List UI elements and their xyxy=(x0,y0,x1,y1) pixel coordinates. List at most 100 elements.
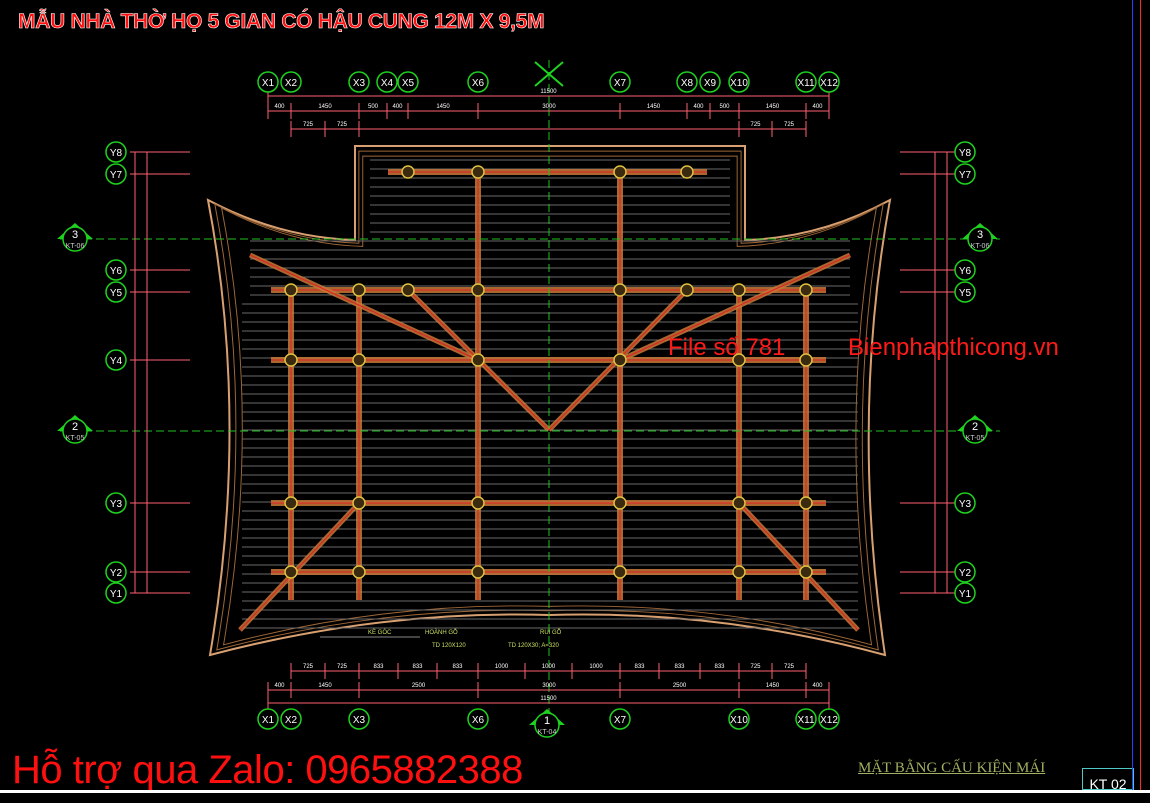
grid-bubble-y2-label: Y2 xyxy=(959,568,972,579)
section-mark-1-ref: KT-04 xyxy=(538,729,557,736)
dim-top-row1-label: 3000 xyxy=(542,104,556,110)
grid-bubble-x10 xyxy=(728,71,750,93)
grid-bubble-y2 xyxy=(954,561,976,583)
column xyxy=(284,353,298,367)
dim-bottom-row1-label: 725 xyxy=(337,664,348,670)
grid-bubble-y7 xyxy=(105,163,127,185)
section-mark-2 xyxy=(962,418,988,444)
dim-top-row1-label: 500 xyxy=(368,104,379,110)
grid-bubble-y7 xyxy=(954,163,976,185)
sheet-number: KT 02 xyxy=(1082,768,1134,792)
annotation-label: RUI GỖ xyxy=(540,629,562,636)
section-mark-3-ref: KT-06 xyxy=(971,243,990,250)
dim-bottom-row2-label: 400 xyxy=(812,683,823,689)
grid-bubble-y8 xyxy=(105,141,127,163)
dim-top-row1-label: 1450 xyxy=(436,104,450,110)
annotation-spec: TD 120X120 xyxy=(432,643,466,649)
grid-bubble-y7-label: Y7 xyxy=(959,170,972,181)
column xyxy=(471,165,485,179)
frame-line xyxy=(1140,0,1141,790)
column xyxy=(680,283,694,297)
grid-bubble-y2-label: Y2 xyxy=(110,568,123,579)
column xyxy=(471,496,485,510)
column xyxy=(799,496,813,510)
dim-bottom-row1-label: 833 xyxy=(412,664,423,670)
annotation-label: HOÀNH GỖ xyxy=(425,629,458,636)
dim-top-row1-label: 400 xyxy=(274,104,285,110)
frame-line xyxy=(0,790,1150,793)
grid-bubble-x3 xyxy=(348,708,370,730)
column xyxy=(401,283,415,297)
grid-bubble-y6-label: Y6 xyxy=(110,266,123,277)
grid-bubble-y1-label: Y1 xyxy=(110,589,123,600)
section-mark-1-number: 1 xyxy=(544,715,550,727)
column xyxy=(732,565,746,579)
section-mark-3-ref: KT-06 xyxy=(66,243,85,250)
column xyxy=(613,353,627,367)
grid-bubble-x10-label: X10 xyxy=(730,715,748,726)
dim-bottom-row1-label: 725 xyxy=(784,664,795,670)
grid-bubble-x7 xyxy=(609,71,631,93)
column xyxy=(471,353,485,367)
dim-bottom-row1-label: 833 xyxy=(714,664,725,670)
grid-bubble-y6 xyxy=(105,259,127,281)
dim-top-row2-label: 725 xyxy=(337,122,348,128)
grid-bubble-y8-label: Y8 xyxy=(110,148,123,159)
section-mark-1 xyxy=(534,712,560,738)
frame-line xyxy=(1132,0,1133,790)
north-arrow-icon xyxy=(534,61,564,87)
grid-bubble-x6 xyxy=(467,708,489,730)
dim-top-row2-label: 725 xyxy=(750,122,761,128)
dim-top-row1-label: 400 xyxy=(693,104,704,110)
grid-bubble-x10-label: X10 xyxy=(730,78,748,89)
column xyxy=(471,283,485,297)
dim-bottom-row1-label: 725 xyxy=(303,664,314,670)
column xyxy=(732,283,746,297)
grid-bubble-x8-label: X8 xyxy=(681,78,694,89)
dim-bottom-row1-label: 725 xyxy=(750,664,761,670)
column xyxy=(680,165,694,179)
column xyxy=(284,565,298,579)
dim-top-row2-label: 725 xyxy=(303,122,314,128)
grid-bubble-y1 xyxy=(954,582,976,604)
grid-bubble-x6-label: X6 xyxy=(472,78,485,89)
grid-bubble-y3 xyxy=(105,492,127,514)
grid-bubble-x4 xyxy=(376,71,398,93)
sheet-title: MẶT BẰNG CẤU KIỆN MÁI xyxy=(858,760,1046,776)
column xyxy=(471,565,485,579)
column xyxy=(352,283,366,297)
grid-bubble-x2 xyxy=(280,708,302,730)
support-contact: Hỗ trợ qua Zalo: 0965882388 xyxy=(12,748,523,792)
dim-top-row1-label: 400 xyxy=(392,104,403,110)
column xyxy=(284,496,298,510)
hip-rafter-centerline xyxy=(738,502,859,631)
grid-bubble-y6 xyxy=(954,259,976,281)
section-mark-3 xyxy=(62,226,88,252)
dim-bottom-row1-label: 1000 xyxy=(589,664,603,670)
grid-bubble-y4-label: Y4 xyxy=(110,356,123,367)
dim-bottom-row2-label: 2500 xyxy=(412,683,426,689)
grid-bubble-x12-label: X12 xyxy=(820,715,838,726)
column xyxy=(732,353,746,367)
grid-bubble-y5 xyxy=(105,281,127,303)
annotation-spec: TD 120X30; A=320 xyxy=(508,643,560,649)
grid-bubble-y6-label: Y6 xyxy=(959,266,972,277)
section-mark-3-number: 3 xyxy=(72,229,78,241)
drawing-title: MẪU NHÀ THỜ HỌ 5 GIAN CÓ HẬU CUNG 12M X … xyxy=(18,10,545,34)
grid-bubble-y1 xyxy=(105,582,127,604)
hip-rafter-centerline xyxy=(249,254,479,361)
grid-bubble-x2-label: X2 xyxy=(285,715,298,726)
grid-bubble-y8-label: Y8 xyxy=(959,148,972,159)
grid-bubble-x5 xyxy=(397,71,419,93)
grid-bubble-x2 xyxy=(280,71,302,93)
section-mark-2 xyxy=(62,418,88,444)
grid-bubble-x1-label: X1 xyxy=(262,715,275,726)
grid-bubble-x1 xyxy=(257,708,279,730)
dim-top-row2-label: 725 xyxy=(784,122,795,128)
grid-bubble-x8 xyxy=(676,71,698,93)
column xyxy=(613,283,627,297)
column xyxy=(799,283,813,297)
grid-bubble-x7 xyxy=(609,708,631,730)
grid-bubble-x3 xyxy=(348,71,370,93)
